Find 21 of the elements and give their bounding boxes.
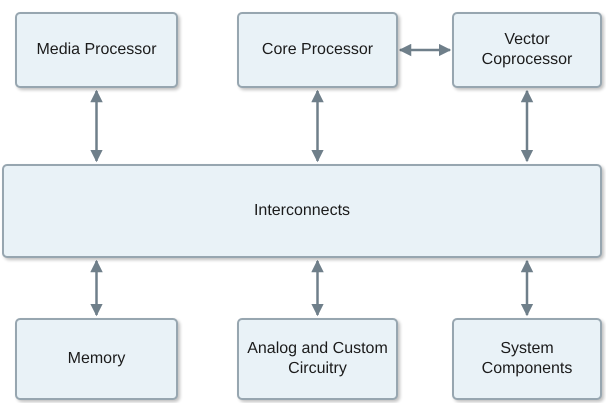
component-label: Vector Coprocessor — [480, 30, 574, 70]
component-box — [237, 318, 398, 400]
component-box — [452, 318, 602, 400]
component-box — [2, 164, 602, 258]
double-arrow — [520, 260, 534, 316]
component-label: Media Processor — [36, 40, 157, 60]
component-box — [15, 318, 178, 400]
double-arrow — [90, 90, 103, 162]
double-arrow — [311, 260, 324, 316]
component-label: System Components — [480, 339, 574, 379]
component-box — [452, 12, 602, 88]
component-label: Analog and Custom Circuitry — [247, 339, 388, 379]
double-arrow — [90, 260, 103, 316]
component-label: Core Processor — [262, 40, 374, 60]
component-box — [237, 12, 398, 88]
double-arrow — [398, 44, 452, 56]
component-label: Interconnects — [254, 201, 350, 221]
component-label: Memory — [68, 349, 126, 369]
double-arrow — [311, 90, 324, 162]
double-arrow — [520, 90, 534, 162]
component-box — [15, 12, 178, 88]
